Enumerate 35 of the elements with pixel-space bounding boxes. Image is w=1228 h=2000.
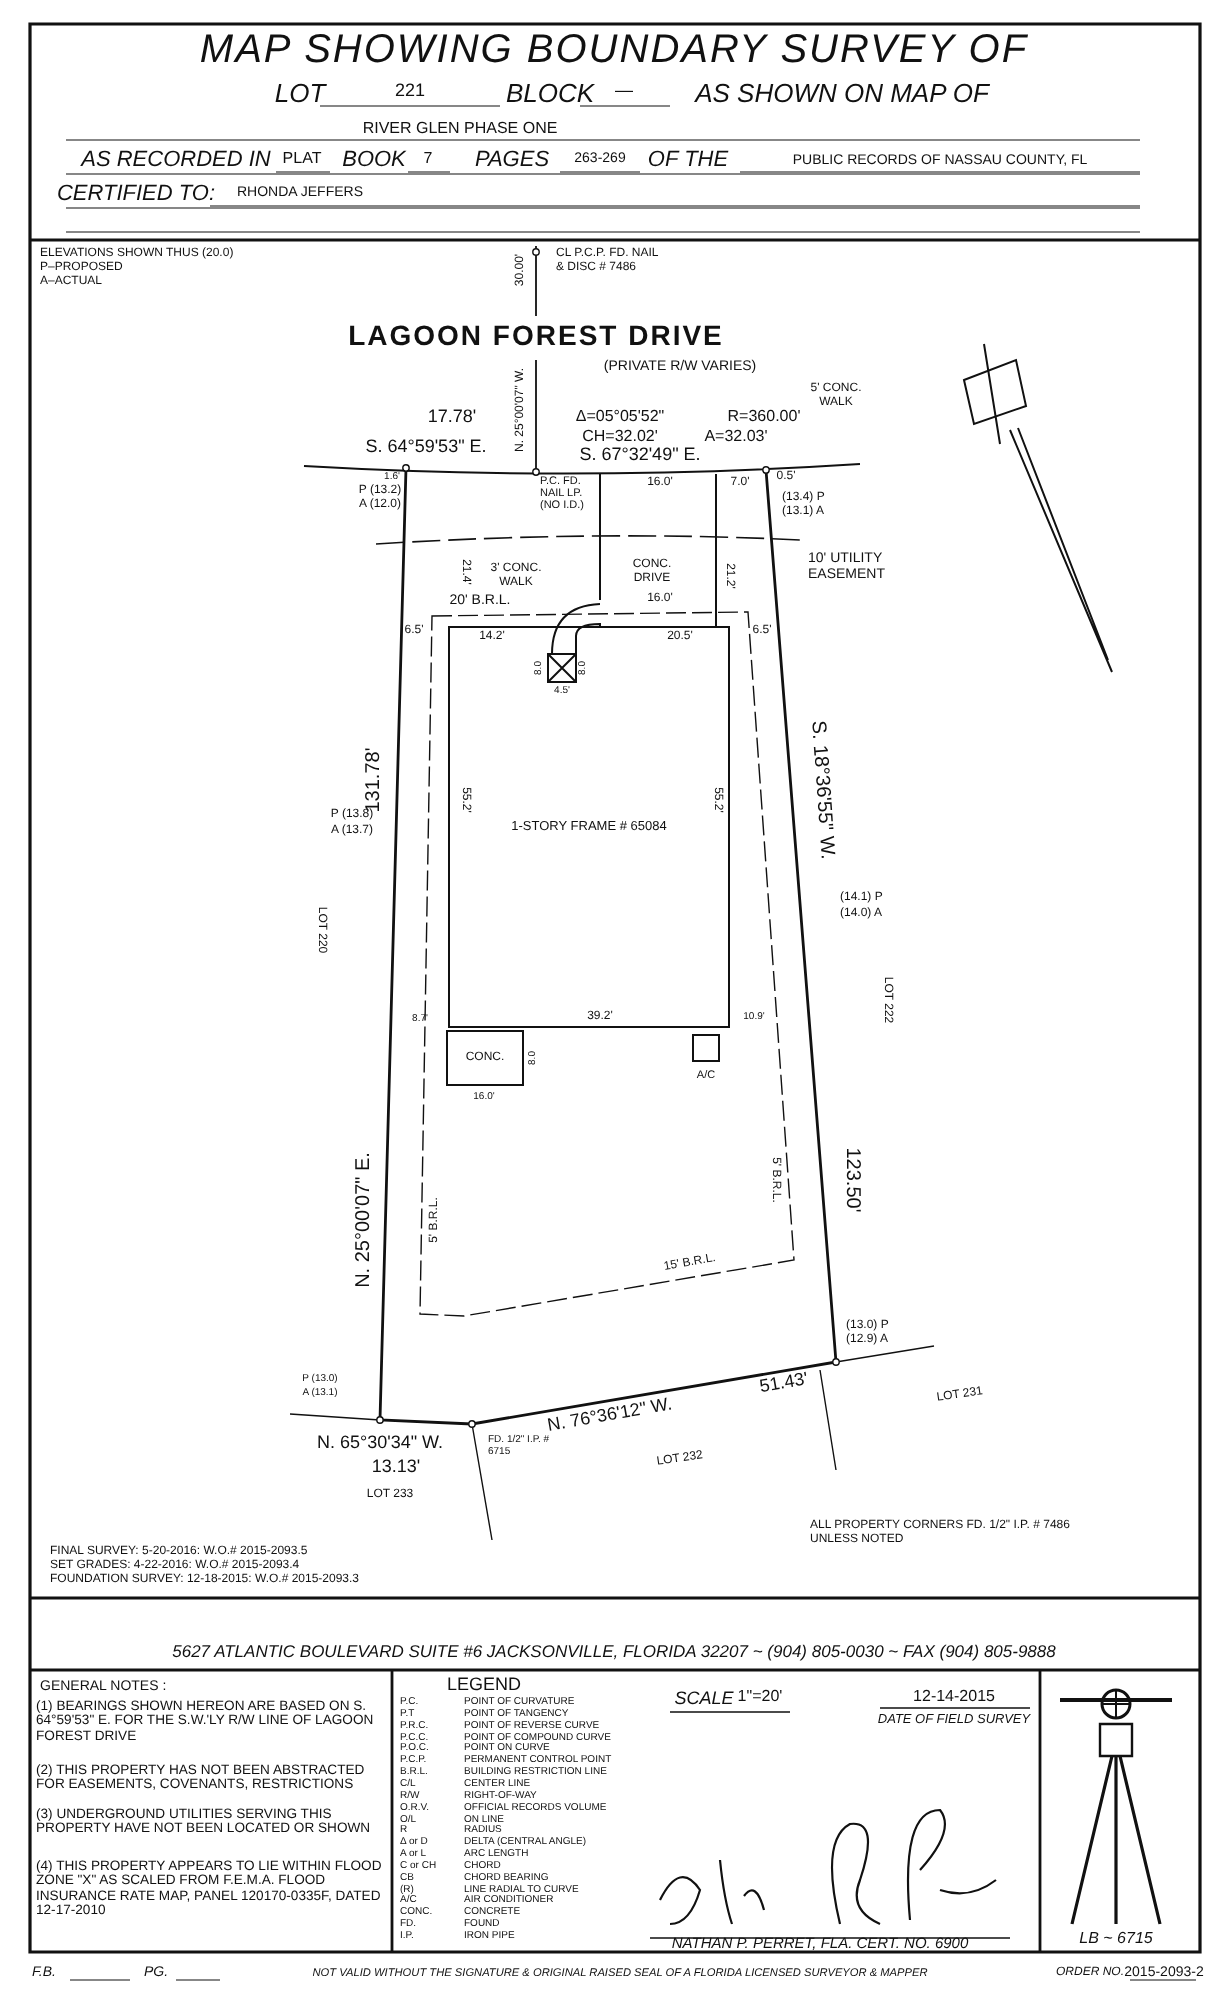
fill-in-text: 7 [423, 151, 433, 169]
distance-label: 17.78' [427, 408, 477, 428]
fill-in-text: 12-14-2015 [913, 1689, 995, 1707]
form-label: SCALE [674, 1690, 734, 1710]
bearing-label: N. 25°00'07" E. [353, 1152, 375, 1288]
bearing-label: S. 64°59'53" E. [365, 438, 487, 458]
form-label: AS SHOWN ON MAP OF [695, 79, 989, 109]
license-number: LB ~ 6715 [1079, 1931, 1153, 1949]
bearing-label: S. 18°36'55" W. [806, 719, 838, 861]
legend-heading: LEGEND [447, 1676, 521, 1696]
street-name: LAGOON FOREST DRIVE [348, 320, 724, 352]
form-label: BLOCK [505, 79, 595, 109]
distance-label: 123.50' [841, 1147, 863, 1213]
distance-label: 51.43' [758, 1370, 810, 1398]
form-label: CERTIFIED TO: [56, 181, 216, 207]
fill-in-text: RIVER GLEN PHASE ONE [362, 121, 558, 139]
form-label: PAGES [474, 147, 550, 173]
fill-in-text: 221 [394, 82, 426, 102]
title: MAP SHOWING BOUNDARY SURVEY OF [199, 28, 1029, 72]
form-label: BOOK [342, 147, 406, 173]
fill-in-text: PLAT [282, 151, 322, 169]
curve-data-label: R=360.00' [727, 409, 801, 427]
form-label: AS RECORDED IN [81, 147, 271, 173]
curve-data-label: CH=32.02' [582, 429, 658, 447]
bearing-label: N. 65°30'34" W. [316, 1434, 444, 1454]
curve-data-label: A=32.03' [704, 429, 768, 447]
fill-in-text: 1"=20' [737, 1689, 783, 1707]
curve-data-label: Δ=05°05'52" [575, 409, 665, 427]
bearing-label: S. 67°32'49" E. [579, 446, 701, 466]
distance-label: 13.13' [371, 1458, 421, 1478]
bearing-label: N. 76°36'12" W. [546, 1395, 674, 1435]
fill-in-text: — [615, 82, 633, 102]
address-text: 5627 ATLANTIC BOULEVARD SUITE #6 JACKSONVILLE, FLORIDA 32207 ~ (904) 805-0030 ~ FAX (904) 805-9888 [172, 1642, 1056, 1662]
form-label: LOT [274, 79, 326, 109]
form-label: OF THE [647, 147, 729, 173]
